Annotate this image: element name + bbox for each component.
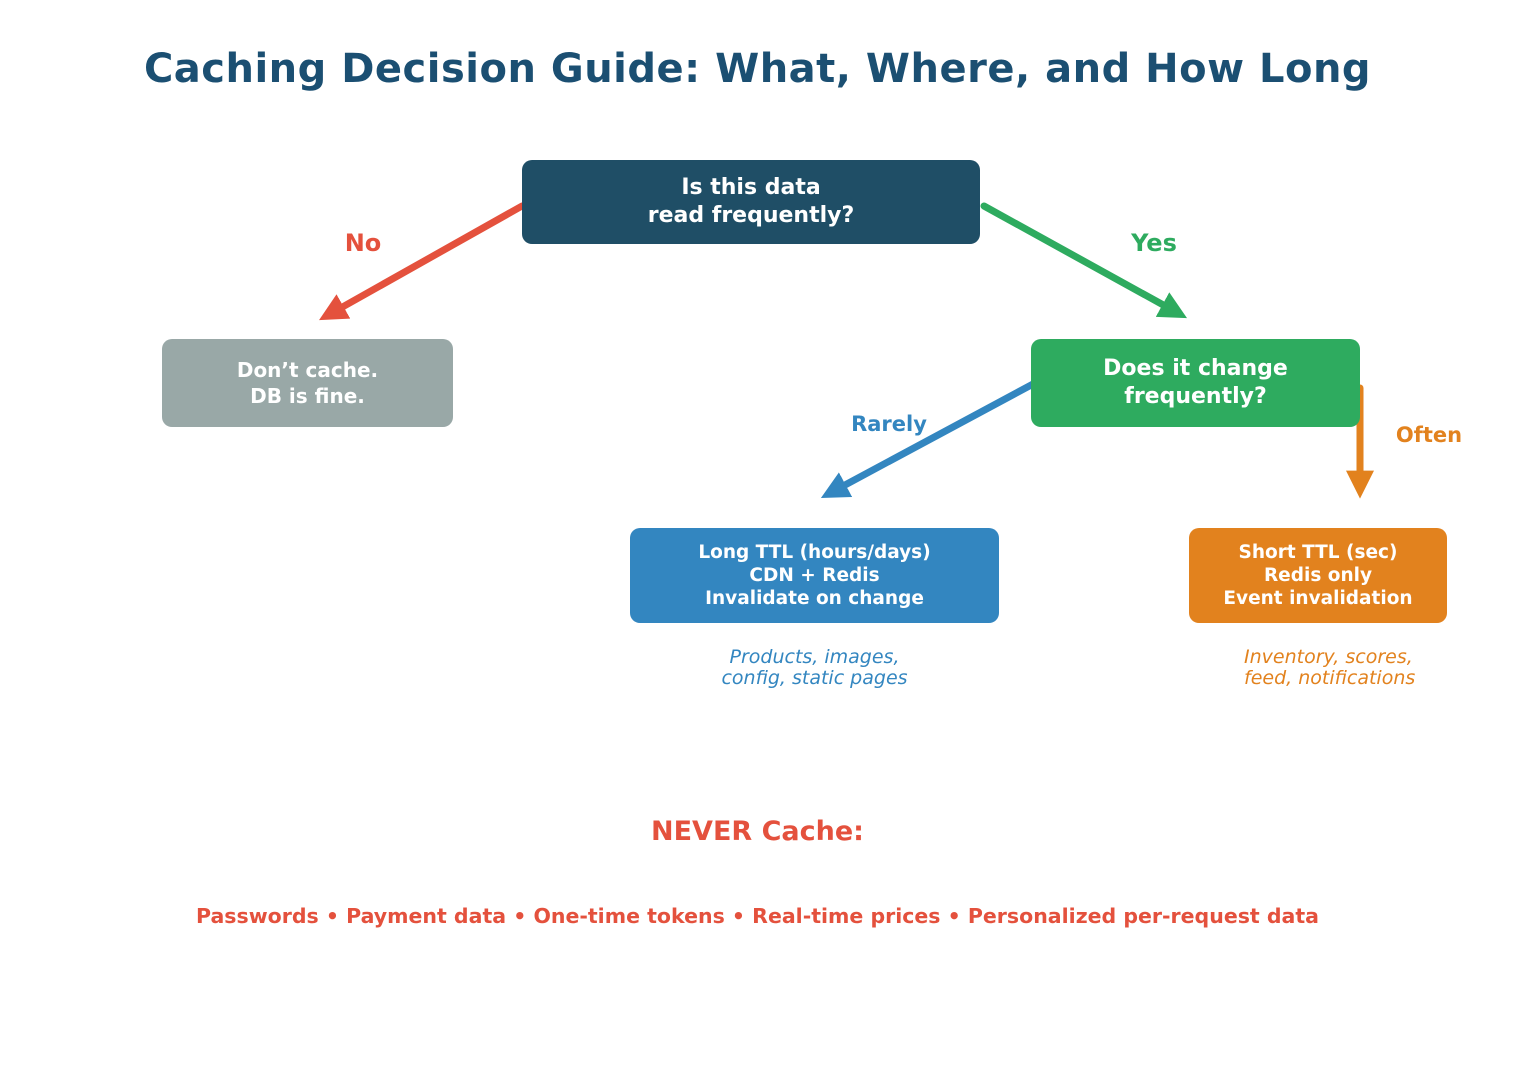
node-text-line: Don’t cache. [236,358,379,382]
node-short-ttl: Short TTL (sec) Redis only Event invalid… [1189,528,1447,623]
node-text-line: Long TTL (hours/days) [698,542,931,563]
node-text-line: DB is fine. [250,384,365,408]
edge-no-arrow [319,202,526,321]
never-cache-heading: NEVER Cache: [651,816,864,847]
node-text-line: Redis only [1263,565,1373,586]
node-text-line: frequently? [1124,384,1267,409]
node-text-line: Is this data [681,175,821,200]
caption-long-ttl-examples: Products, images, config, static pages [630,647,999,689]
never-cache-items: Passwords • Payment data • One-time toke… [196,904,1319,928]
node-text-line: Does it change [1103,356,1288,381]
caption-line: Inventory, scores, [1244,646,1413,668]
node-does-it-change-frequently: Does it change frequently? [1031,339,1360,427]
page-title: Caching Decision Guide: What, Where, and… [143,46,1372,92]
node-text-line: read frequently? [647,203,855,228]
edge-label-no: No [344,229,382,257]
caption-line: config, static pages [721,667,908,689]
node-dont-cache: Don’t cache. DB is fine. [162,339,453,427]
caption-short-ttl-examples: Inventory, scores, feed, notifications [1244,647,1415,689]
node-is-data-read-frequently: Is this data read frequently? [522,160,980,244]
edge-yes-arrow [980,202,1188,319]
node-text-line: Invalidate on change [705,588,924,609]
edge-label-yes: Yes [1131,229,1177,257]
edge-label-rarely: Rarely [851,412,927,436]
caption-line: Products, images, [729,646,900,668]
node-text-line: Short TTL (sec) [1238,542,1398,563]
edge-label-often: Often [1395,423,1463,447]
node-text-line: Event invalidation [1223,588,1413,609]
node-text-line: CDN + Redis [749,565,880,586]
edge-rarely-arrow [820,380,1037,498]
caption-line: feed, notifications [1244,667,1416,689]
node-long-ttl: Long TTL (hours/days) CDN + Redis Invali… [630,528,999,623]
